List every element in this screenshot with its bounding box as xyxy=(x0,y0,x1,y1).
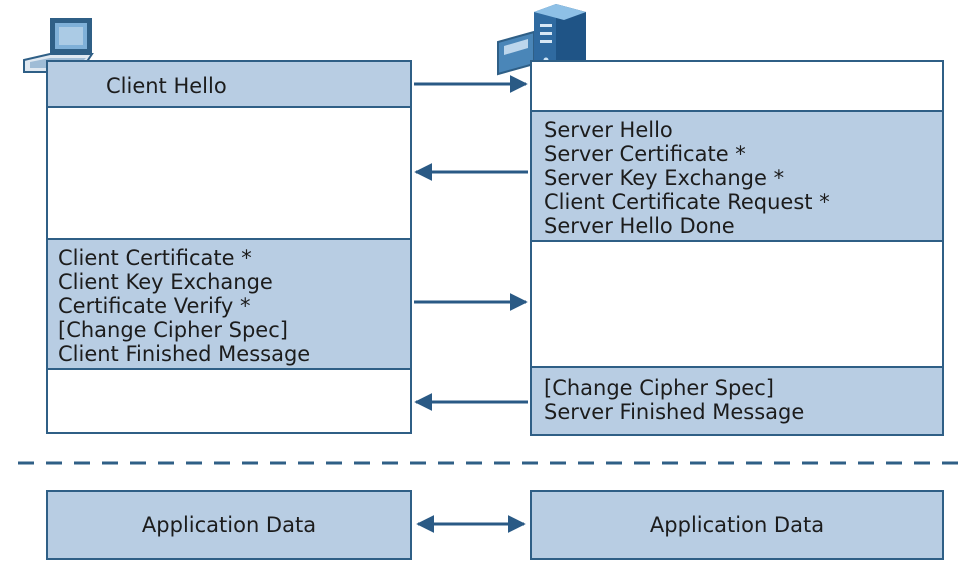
server-icon xyxy=(494,2,594,86)
client-application-data-box: Application Data xyxy=(46,490,412,560)
server-column: Server Hello Server Certificate * Server… xyxy=(530,60,944,436)
application-data-label: Application Data xyxy=(141,513,317,537)
message-line: Client Key Exchange xyxy=(58,270,273,294)
message-line: Client Finished Message xyxy=(58,342,311,366)
server-hello-box: Server Hello Server Certificate * Server… xyxy=(530,110,944,242)
client-column: Client Hello Client Certificate * Client… xyxy=(46,60,412,434)
server-finished-box: [Change Cipher Spec] Server Finished Mes… xyxy=(530,366,944,436)
client-hello-box: Client Hello xyxy=(46,60,412,108)
message-line: Server Certificate * xyxy=(544,142,746,166)
message-line: Server Hello Done xyxy=(544,214,735,238)
server-application-data-box: Application Data xyxy=(530,490,944,560)
client-hello-label: Client Hello xyxy=(106,74,227,98)
client-key-exchange-box: Client Certificate * Client Key Exchange… xyxy=(46,238,412,370)
message-line: Client Certificate * xyxy=(58,246,252,270)
message-line: Server Key Exchange * xyxy=(544,166,785,190)
message-line: Server Hello xyxy=(544,118,673,142)
message-line: Client Certificate Request * xyxy=(544,190,830,214)
message-line: [Change Cipher Spec] xyxy=(58,318,288,342)
application-data-label: Application Data xyxy=(649,513,825,537)
message-line: Server Finished Message xyxy=(544,400,805,424)
message-line: Certificate Verify * xyxy=(58,294,251,318)
message-line: [Change Cipher Spec] xyxy=(544,376,774,400)
